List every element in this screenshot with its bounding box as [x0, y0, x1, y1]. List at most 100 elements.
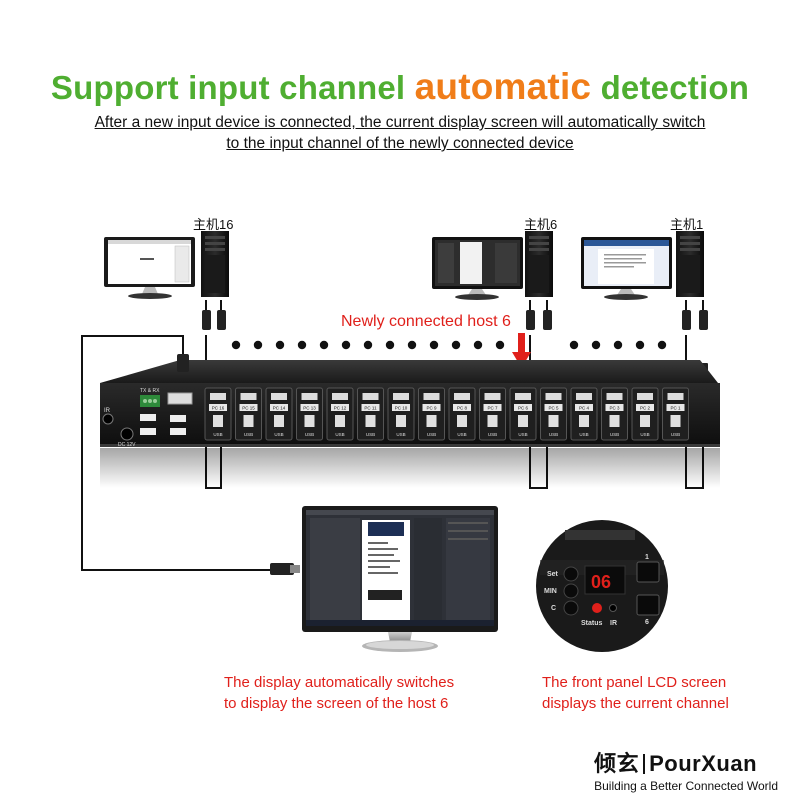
hdmi-port[interactable]	[271, 393, 287, 400]
port-pc-label: PC 2	[640, 406, 651, 411]
caption-lcd: The front panel LCD screen displays the …	[542, 672, 729, 714]
port-pc-label: PC 7	[487, 406, 498, 411]
host-label-16: 主机16	[193, 217, 234, 232]
usb-b-port[interactable]	[335, 415, 345, 427]
port-usb-label: USB	[213, 432, 222, 437]
hdmi-port[interactable]	[576, 393, 592, 400]
usb-b-port[interactable]	[213, 415, 223, 427]
port-pc-label: PC 14	[273, 406, 286, 411]
tower-host-1	[676, 231, 704, 297]
tower-host-16	[201, 231, 229, 297]
svg-text:IR: IR	[104, 408, 111, 414]
hdmi-port[interactable]	[545, 393, 562, 400]
lcd-c-label: C	[551, 605, 556, 612]
usb-b-port[interactable]	[274, 415, 284, 427]
lcd-key-bottom-label: 6	[645, 619, 649, 626]
hdmi-port[interactable]	[515, 393, 531, 400]
kvm-port-16[interactable]: PC 16 USB	[204, 387, 232, 441]
lcd-key-top-label: 1	[645, 554, 649, 561]
hdmi-port[interactable]	[240, 393, 257, 400]
headline-part2: automatic	[414, 66, 592, 107]
port-pc-label: PC 13	[303, 406, 316, 411]
hdmi-port[interactable]	[423, 393, 440, 400]
usb-b-port[interactable]	[396, 415, 406, 427]
caption-display-line1: The display automatically switches	[224, 674, 455, 691]
monitor-host-6	[432, 237, 523, 300]
subline-line2: to the input channel of the newly connec…	[226, 135, 574, 152]
brand-logo-en: PourXuan	[649, 751, 758, 776]
tower-host-6	[525, 231, 553, 297]
port-usb-label: USB	[549, 432, 558, 437]
port-pc-label: PC 12	[334, 406, 347, 411]
monitor-host-1	[581, 237, 672, 300]
hdmi-port[interactable]	[210, 393, 226, 400]
hdmi-port[interactable]	[667, 393, 684, 400]
usb-b-port[interactable]	[518, 415, 528, 427]
port-pc-label: PC 16	[212, 406, 225, 411]
usb-b-port[interactable]	[304, 415, 315, 427]
hdmi-port[interactable]	[484, 393, 501, 400]
port-pc-label: PC 11	[364, 406, 377, 411]
usb-b-port[interactable]	[243, 415, 254, 427]
port-usb-label: USB	[366, 432, 375, 437]
host-label-6: 主机6	[524, 217, 558, 232]
port-pc-label: PC 6	[518, 406, 529, 411]
port-usb-label: USB	[610, 432, 619, 437]
port-pc-label: PC 4	[579, 406, 590, 411]
host-label-1: 主机1	[670, 217, 704, 232]
port-usb-label: USB	[488, 432, 497, 437]
dotted-link-right	[569, 340, 667, 350]
hdmi-port[interactable]	[606, 393, 623, 400]
subline-line1: After a new input device is connected, t…	[94, 114, 706, 131]
lcd-set-label: Set	[547, 571, 559, 578]
port-usb-label: USB	[671, 432, 680, 437]
usb-b-port[interactable]	[579, 415, 589, 427]
port-usb-label: USB	[244, 432, 253, 437]
usb-b-port[interactable]	[457, 415, 467, 427]
kvm-port-11[interactable]: PC 11 USB	[357, 387, 384, 441]
port-pc-label: PC 10	[395, 406, 408, 411]
port-usb-label: USB	[457, 432, 466, 437]
lcd-status-label: Status	[581, 620, 603, 627]
subline: After a new input device is connected, t…	[40, 112, 760, 154]
headline: Support input channel automatic detectio…	[0, 66, 800, 108]
kvm-port-14[interactable]: PC 14 USB	[265, 387, 293, 441]
kvm-port-7[interactable]: PC 7 USB	[479, 387, 506, 441]
usb-b-port[interactable]	[426, 415, 437, 427]
hdmi-port[interactable]	[301, 393, 318, 400]
usb-b-port[interactable]	[670, 415, 681, 427]
hdmi-port[interactable]	[362, 393, 379, 400]
kvm-port-10[interactable]: PC 10 USB	[387, 387, 415, 441]
port-usb-label: USB	[396, 432, 405, 437]
hdmi-port[interactable]	[393, 393, 409, 400]
callout-newly-connected: Newly connected host 6	[341, 313, 511, 330]
caption-lcd-line1: The front panel LCD screen	[542, 674, 727, 691]
usb-b-port[interactable]	[609, 415, 620, 427]
usb-b-port[interactable]	[548, 415, 559, 427]
brand-tagline: Building a Better Connected World	[594, 779, 778, 793]
usb-b-port[interactable]	[365, 415, 376, 427]
headline-part1: Support input channel	[50, 69, 406, 106]
hdmi-port[interactable]	[637, 393, 653, 400]
hdmi-port[interactable]	[454, 393, 470, 400]
port-usb-label: USB	[274, 432, 283, 437]
usb-b-port[interactable]	[640, 415, 650, 427]
usb-b-port[interactable]	[487, 415, 498, 427]
hdmi-port[interactable]	[332, 393, 348, 400]
headline-part3: detection	[600, 69, 750, 106]
caption-lcd-line2: displays the current channel	[542, 695, 729, 712]
